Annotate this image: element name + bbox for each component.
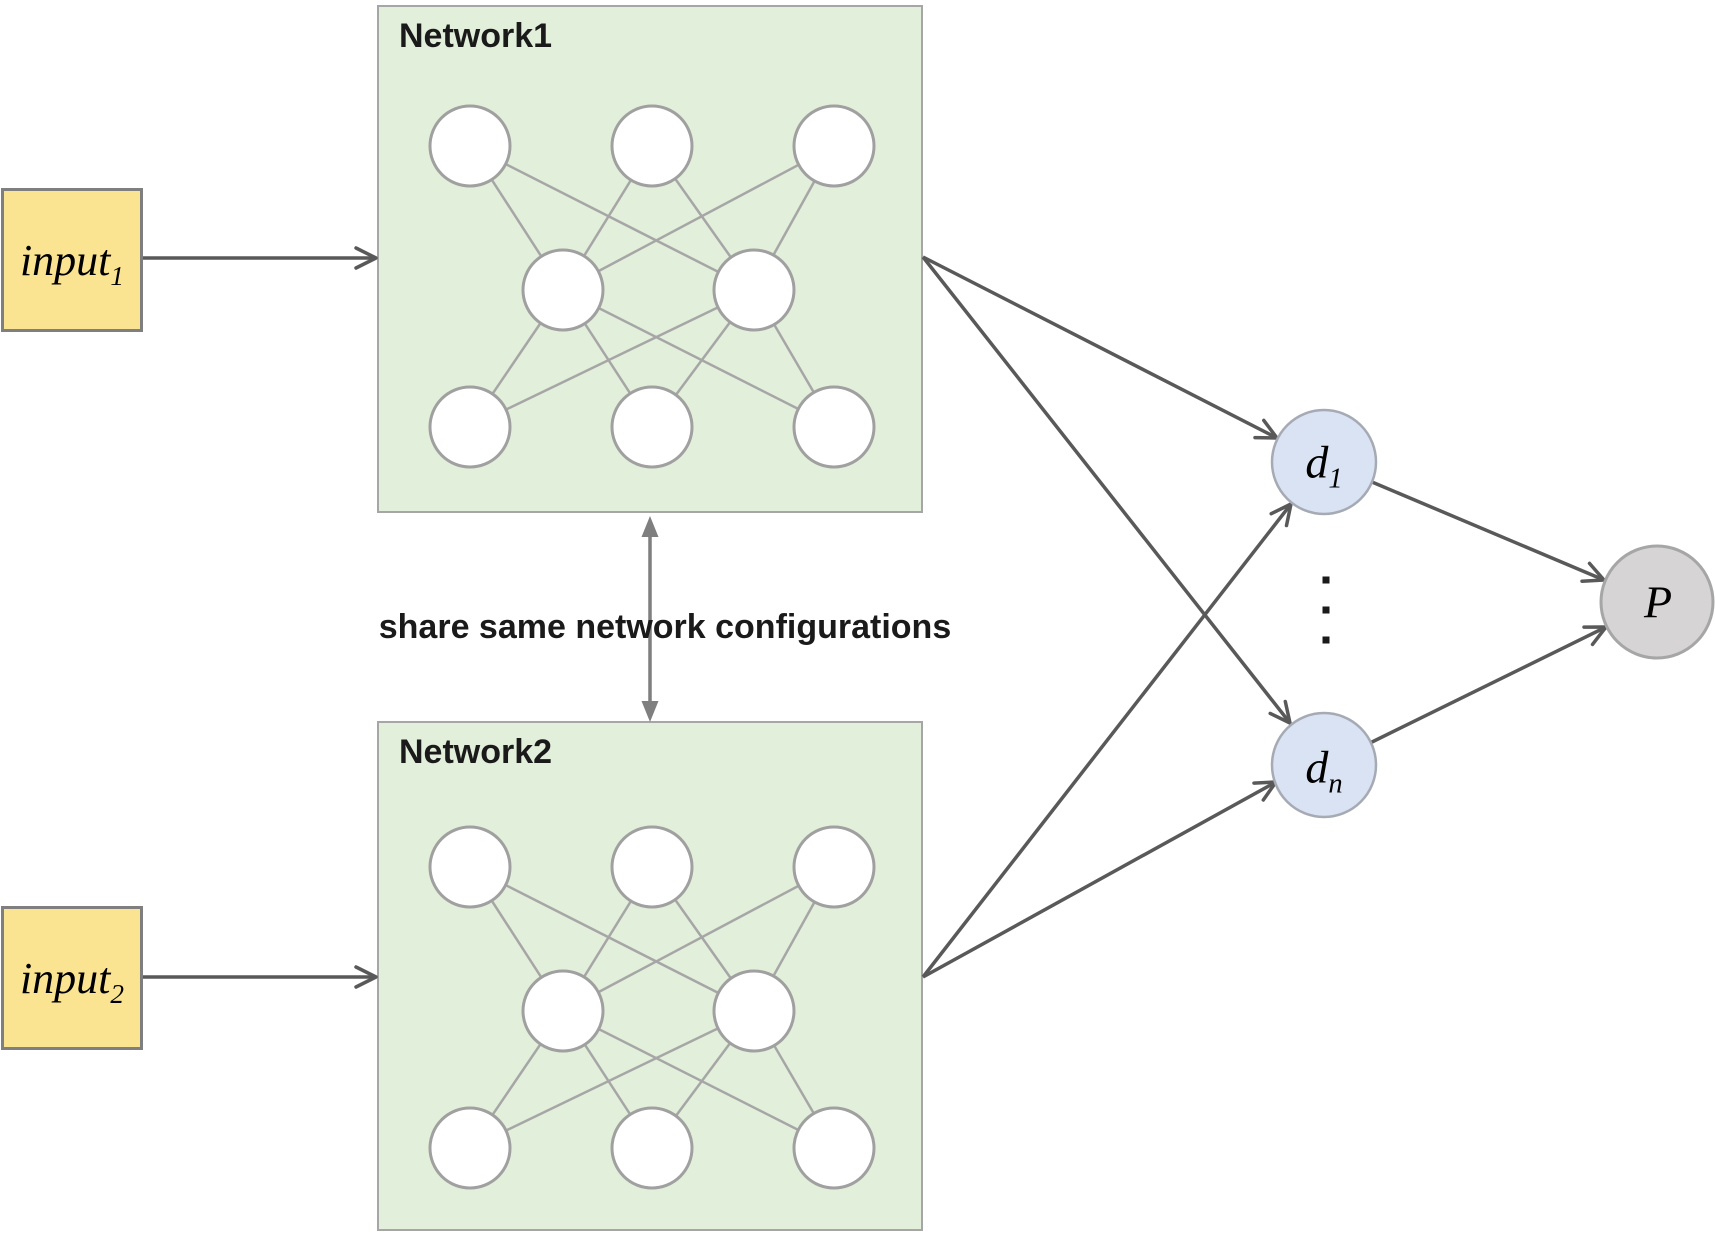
neuron-node <box>610 825 694 909</box>
neuron-edge <box>469 1009 755 1150</box>
double-arrow-share-config <box>641 516 659 722</box>
neuron-edge <box>469 865 755 1013</box>
neuron-node <box>428 385 512 469</box>
arrowhead <box>354 965 378 989</box>
arrowhead <box>1269 502 1293 528</box>
neuron-node <box>792 825 876 909</box>
neuron-node <box>521 969 605 1053</box>
network1-neurons <box>428 104 876 469</box>
input1-box: input1 <box>1 188 143 332</box>
neuron-node <box>610 1106 694 1190</box>
arrow-network1-to-dn <box>921 255 1292 725</box>
double-arrowhead-up <box>641 516 659 537</box>
ellipsis-dot <box>1322 576 1330 584</box>
arrow-d1-to-p <box>1371 480 1606 583</box>
p-node <box>1599 544 1715 660</box>
input2-label: input2 <box>19 953 125 1009</box>
arrowhead <box>354 246 378 270</box>
neuron-node <box>792 1106 876 1190</box>
neuron-edge <box>562 288 835 429</box>
arrow-input2-to-network2 <box>143 965 378 989</box>
neuron-edge <box>469 144 755 292</box>
neuron-edge <box>469 288 755 429</box>
arrow-shaft <box>1369 625 1607 745</box>
neuron-node <box>428 104 512 188</box>
ellipsis-dot <box>1322 636 1330 644</box>
share-config-note: share same network configurations <box>378 608 952 646</box>
arrow-shaft <box>922 255 1278 440</box>
neuron-node <box>428 1106 512 1190</box>
neuron-node <box>428 825 512 909</box>
vertical-ellipsis <box>1322 576 1330 644</box>
d1-node <box>1270 408 1378 516</box>
input2-box: input2 <box>1 906 143 1050</box>
network2-neurons <box>428 825 876 1190</box>
arrow-input1-to-network1 <box>143 246 378 270</box>
ellipsis-dot <box>1322 606 1330 614</box>
arrow-shaft <box>921 502 1293 979</box>
network2-title: Network2 <box>399 733 553 771</box>
neuron-node <box>792 104 876 188</box>
neuron-node <box>712 969 796 1053</box>
neuron-node <box>521 248 605 332</box>
neuron-node <box>792 385 876 469</box>
arrow-dn-to-p <box>1369 625 1608 745</box>
arrow-network2-to-d1 <box>921 502 1293 979</box>
neuron-node <box>610 104 694 188</box>
d1-label: d1 <box>1305 436 1343 495</box>
network1-title: Network1 <box>399 17 553 55</box>
double-arrowhead-down <box>641 701 659 722</box>
arrow-network1-to-d1 <box>922 255 1279 440</box>
arrow-shaft <box>922 780 1277 979</box>
arrow-network2-to-dn <box>922 780 1278 979</box>
neuron-edge <box>562 865 835 1013</box>
neuron-edge <box>562 144 835 292</box>
p-label: P <box>1643 576 1673 628</box>
arrowhead <box>1268 699 1292 725</box>
arrow-shaft <box>1371 480 1605 582</box>
dn-label: dn <box>1305 741 1343 800</box>
dn-node <box>1270 711 1378 819</box>
arrow-shaft <box>921 255 1292 725</box>
neuron-node <box>712 248 796 332</box>
neuron-edge <box>562 1009 835 1150</box>
input1-label: input1 <box>19 235 125 291</box>
neuron-node <box>610 385 694 469</box>
